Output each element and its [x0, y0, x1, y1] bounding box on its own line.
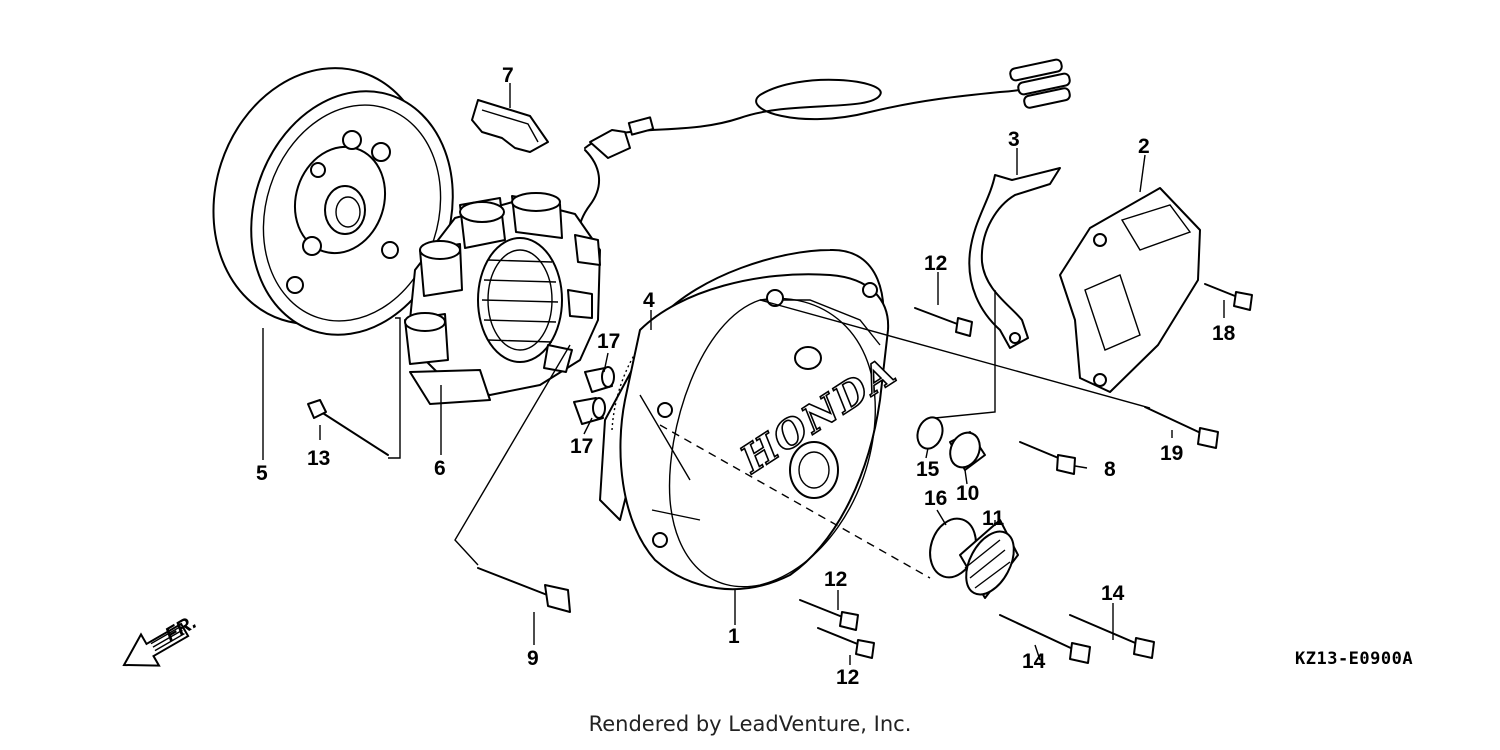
callout-14-right: 14 [1101, 582, 1125, 605]
bolt-12-top[interactable] [914, 307, 973, 337]
bolt-8[interactable] [1019, 441, 1076, 475]
callout-12-mid: 12 [824, 568, 847, 591]
wire-clamp-part[interactable] [471, 99, 549, 153]
bolt-13[interactable] [307, 399, 389, 456]
callout-12-low: 12 [836, 666, 859, 689]
leader-lines [262, 83, 1225, 665]
callout-17-top: 17 [597, 330, 620, 353]
callout-16: 16 [924, 487, 947, 510]
bolt-14-left[interactable] [999, 614, 1091, 664]
callout-10: 10 [956, 482, 979, 505]
callout-9: 9 [527, 647, 539, 670]
callout-1: 1 [728, 625, 740, 648]
crankcase-cover-part[interactable]: HONDA [619, 273, 905, 591]
callout-18: 18 [1212, 322, 1236, 345]
cap-11-part[interactable] [956, 519, 1023, 602]
front-arrow-icon [122, 622, 190, 667]
callout-5: 5 [256, 462, 268, 485]
callout-13: 13 [307, 447, 330, 470]
bolt-12-low[interactable] [817, 627, 875, 659]
callout-7: 7 [502, 64, 514, 87]
connector-terminals [1009, 58, 1071, 109]
callout-3: 3 [1008, 128, 1020, 151]
bolt-12-mid[interactable] [799, 599, 859, 631]
footer-credit: Rendered by LeadVenture, Inc. [588, 712, 912, 736]
callout-12-top: 12 [924, 252, 947, 275]
wire-harness [577, 58, 1071, 263]
bolt-18[interactable] [1204, 283, 1253, 311]
callout-11: 11 [982, 507, 1005, 530]
front-direction-indicator: FR. [122, 611, 200, 667]
callout-17-low: 17 [570, 435, 593, 458]
callout-19: 19 [1160, 442, 1183, 465]
bolt-19[interactable] [1144, 406, 1219, 449]
bolt-14-right[interactable] [1069, 614, 1155, 659]
callout-14-left: 14 [1022, 650, 1046, 673]
dowel-pin-part[interactable] [573, 366, 615, 425]
callout-labels: 1 2 3 4 5 6 7 8 9 10 11 12 12 12 13 14 1… [256, 64, 1236, 689]
plug-10-part[interactable] [945, 428, 986, 472]
bracket-part[interactable] [968, 167, 1061, 349]
bolt-9[interactable] [477, 567, 571, 613]
callout-15: 15 [916, 458, 940, 481]
callout-2: 2 [1138, 135, 1150, 158]
drawing-code: KZ13-E0900A [1295, 649, 1413, 669]
callout-4: 4 [643, 289, 655, 312]
stator-part[interactable] [404, 192, 601, 405]
sprocket-cover-part[interactable] [1059, 187, 1201, 393]
callout-6: 6 [434, 457, 446, 480]
callout-8: 8 [1104, 458, 1116, 481]
o-ring-15-part[interactable] [913, 414, 946, 452]
